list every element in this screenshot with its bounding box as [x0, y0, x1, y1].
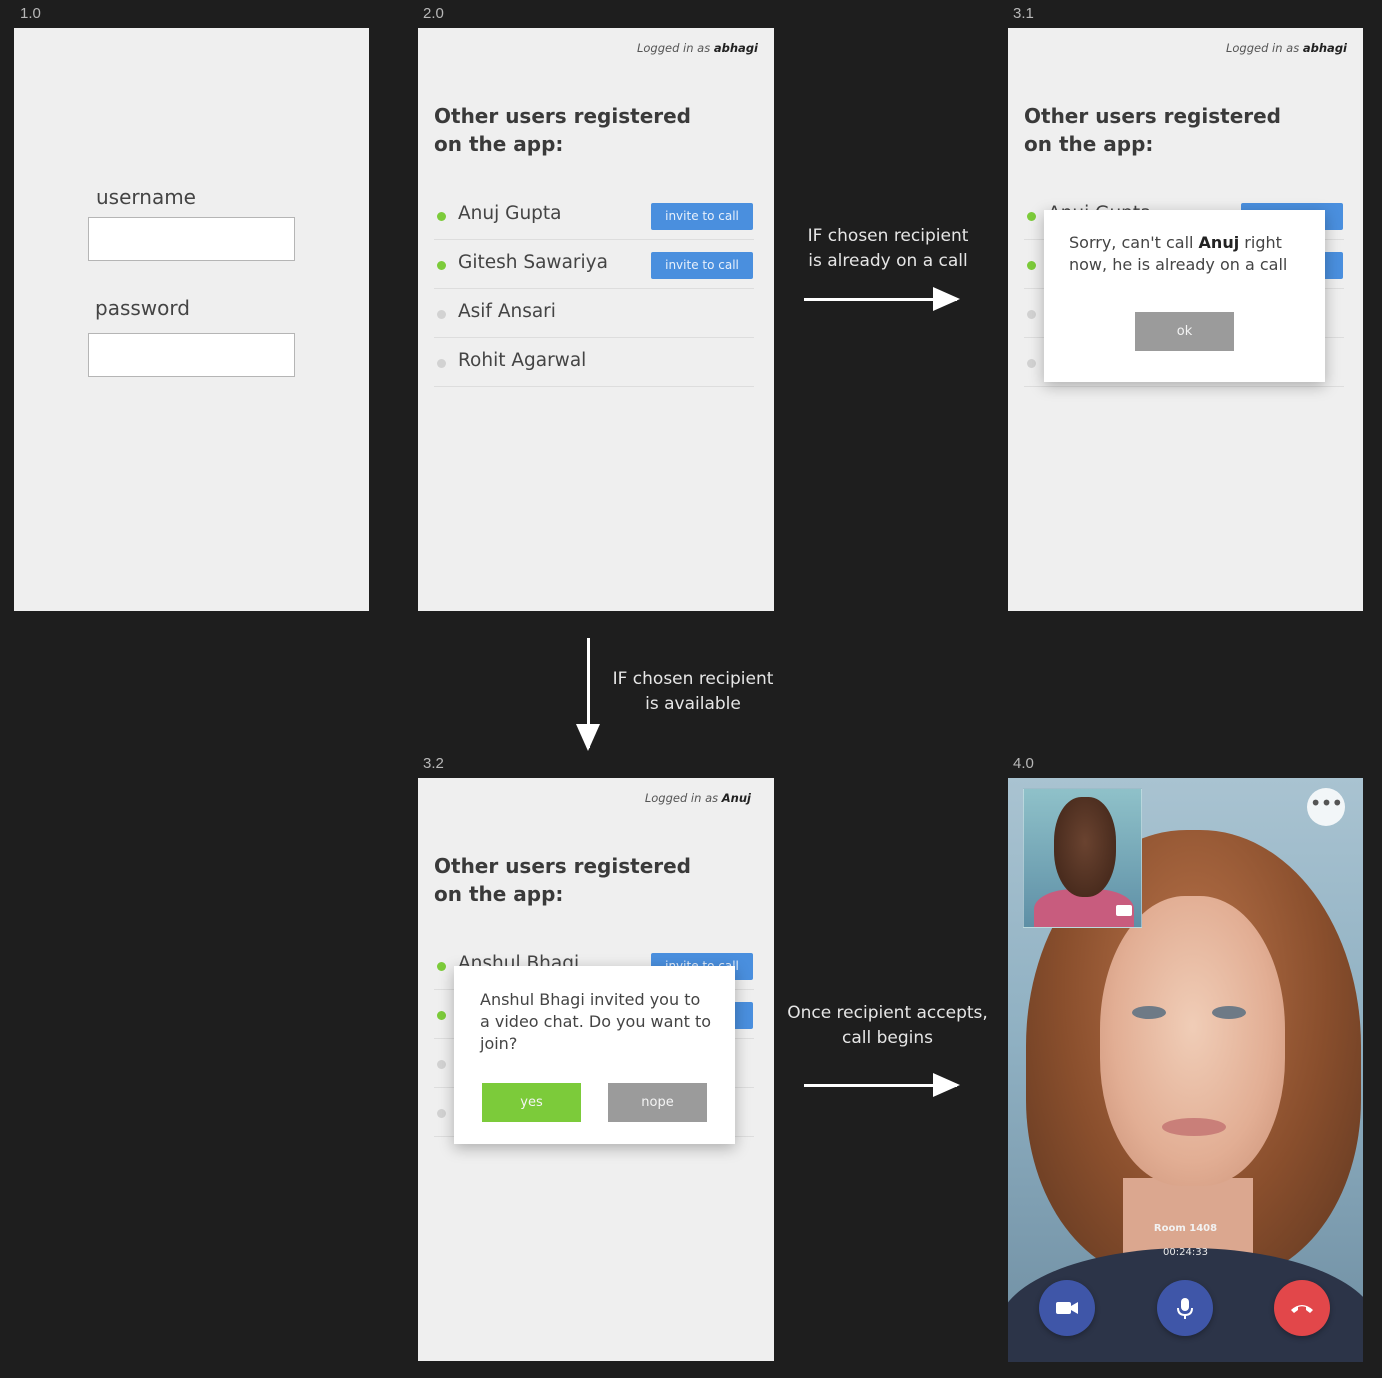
user-list-screen: Logged in as abhagi Other users register…: [418, 28, 774, 611]
frame-label-call: 4.0: [1013, 755, 1034, 772]
invite-message-line-1: Anshul Bhagi invited you to: [480, 990, 701, 1009]
flow-label-available: IF chosen recipient is available: [606, 667, 780, 717]
frame-label-user-list: 2.0: [423, 5, 444, 22]
title-line-1: Other users registered: [434, 854, 692, 878]
flow-label-busy: IF chosen recipient is already on a call: [790, 224, 986, 274]
user-row-gitesh: Gitesh Sawariya invite to call: [434, 240, 754, 289]
user-name: Rohit Agarwal: [458, 350, 587, 371]
arrow-down-icon: [576, 638, 600, 751]
busy-dialog: Sorry, can't call Anuj right now, he is …: [1044, 210, 1325, 382]
online-status-icon: [1027, 261, 1036, 270]
user-row: [1024, 338, 1344, 387]
offline-status-icon: [437, 310, 446, 319]
password-input[interactable]: [88, 333, 295, 377]
page-title: Other users registered on the app:: [434, 852, 734, 908]
invite-button-anuj[interactable]: invite to call: [651, 203, 753, 230]
frame-label-busy: 3.1: [1013, 5, 1034, 22]
more-options-button[interactable]: •••: [1307, 788, 1345, 826]
username-label: username: [96, 185, 196, 209]
logged-in-status: Logged in as abhagi: [1226, 41, 1347, 55]
title-line-2: on the app:: [1024, 132, 1154, 156]
online-status-icon: [437, 1011, 446, 1020]
title-line-2: on the app:: [434, 882, 564, 906]
invite-screen: Logged in as Anuj Other users registered…: [418, 778, 774, 1361]
frame-label-invite: 3.2: [423, 755, 444, 772]
flow-label-busy-line-1: IF chosen recipient: [807, 226, 969, 246]
arrow-right-icon: [804, 287, 960, 311]
switch-camera-icon[interactable]: [1116, 905, 1132, 916]
flow-label-available-line-2: is available: [645, 694, 741, 714]
logged-in-status: Logged in as Anuj: [645, 791, 751, 805]
logged-in-status: Logged in as abhagi: [637, 41, 758, 55]
remote-video-face: [1100, 896, 1285, 1186]
yes-button[interactable]: yes: [482, 1083, 581, 1122]
remote-video-eye-right: [1212, 1006, 1246, 1019]
offline-status-icon: [437, 1109, 446, 1118]
offline-status-icon: [1027, 310, 1036, 319]
video-call-screen: ••• Room 1408 00:24:33: [1008, 778, 1363, 1362]
end-call-icon: [1291, 1305, 1313, 1313]
ok-button[interactable]: ok: [1135, 312, 1234, 351]
offline-status-icon: [1027, 359, 1036, 368]
busy-message-line-2: now, he is already on a call: [1069, 255, 1288, 274]
logged-in-prefix: Logged in as: [1225, 41, 1300, 55]
invite-message-line-3: join?: [480, 1034, 518, 1053]
flow-label-busy-line-2: is already on a call: [808, 251, 968, 271]
flow-label-accept-line-2: call begins: [841, 1028, 933, 1048]
title-line-1: Other users registered: [434, 104, 692, 128]
title-line-1: Other users registered: [1024, 104, 1282, 128]
online-status-icon: [1027, 212, 1036, 221]
frame-label-login: 1.0: [20, 5, 41, 22]
user-row-rohit: Rohit Agarwal: [434, 338, 754, 387]
page-title: Other users registered on the app:: [1024, 102, 1324, 158]
video-camera-icon: [1056, 1302, 1078, 1314]
video-toggle-button[interactable]: [1039, 1280, 1095, 1336]
remote-video-eye-left: [1132, 1006, 1166, 1019]
self-view-thumbnail[interactable]: [1023, 788, 1142, 928]
online-status-icon: [437, 212, 446, 221]
online-status-icon: [437, 962, 446, 971]
mute-toggle-button[interactable]: [1157, 1280, 1213, 1336]
logged-in-user: abhagi: [713, 41, 758, 55]
login-screen: username password: [14, 28, 369, 611]
flow-label-available-line-1: IF chosen recipient: [612, 669, 774, 689]
username-input[interactable]: [88, 217, 295, 261]
busy-screen: Logged in as abhagi Other users register…: [1008, 28, 1363, 611]
user-name: Gitesh Sawariya: [458, 252, 608, 273]
invite-message: Anshul Bhagi invited you to a video chat…: [480, 989, 720, 1055]
flow-label-accept-line-1: Once recipient accepts,: [787, 1003, 988, 1023]
busy-recipient-name: Anuj: [1198, 233, 1240, 252]
call-timer: 00:24:33: [1163, 1247, 1208, 1258]
user-name: Anuj Gupta: [458, 203, 562, 224]
offline-status-icon: [437, 359, 446, 368]
busy-message-suffix: right: [1239, 233, 1282, 252]
invite-message-line-2: a video chat. Do you want to: [480, 1012, 711, 1031]
room-name: Room 1408: [1153, 1223, 1218, 1234]
offline-status-icon: [437, 1060, 446, 1069]
user-row-asif: Asif Ansari: [434, 289, 754, 338]
title-line-2: on the app:: [434, 132, 564, 156]
user-row-anuj: Anuj Gupta invite to call: [434, 191, 754, 240]
arrow-right-icon: [804, 1073, 960, 1097]
logged-in-prefix: Logged in as: [636, 41, 711, 55]
online-status-icon: [437, 261, 446, 270]
busy-message: Sorry, can't call Anuj right now, he is …: [1069, 232, 1309, 276]
password-label: password: [95, 296, 190, 320]
remote-video-mouth: [1162, 1118, 1226, 1136]
logged-in-user: Anuj: [721, 791, 751, 805]
flow-label-accept: Once recipient accepts, call begins: [780, 1001, 995, 1051]
nope-button[interactable]: nope: [608, 1083, 707, 1122]
logged-in-prefix: Logged in as: [644, 791, 719, 805]
microphone-icon: [1177, 1298, 1193, 1319]
end-call-button[interactable]: [1274, 1280, 1330, 1336]
invite-dialog: Anshul Bhagi invited you to a video chat…: [454, 966, 735, 1144]
page-title: Other users registered on the app:: [434, 102, 734, 158]
self-view-face: [1054, 797, 1116, 897]
busy-message-prefix: Sorry, can't call: [1069, 233, 1199, 252]
invite-button-gitesh[interactable]: invite to call: [651, 252, 753, 279]
logged-in-user: abhagi: [1302, 41, 1347, 55]
user-name: Asif Ansari: [458, 301, 556, 322]
